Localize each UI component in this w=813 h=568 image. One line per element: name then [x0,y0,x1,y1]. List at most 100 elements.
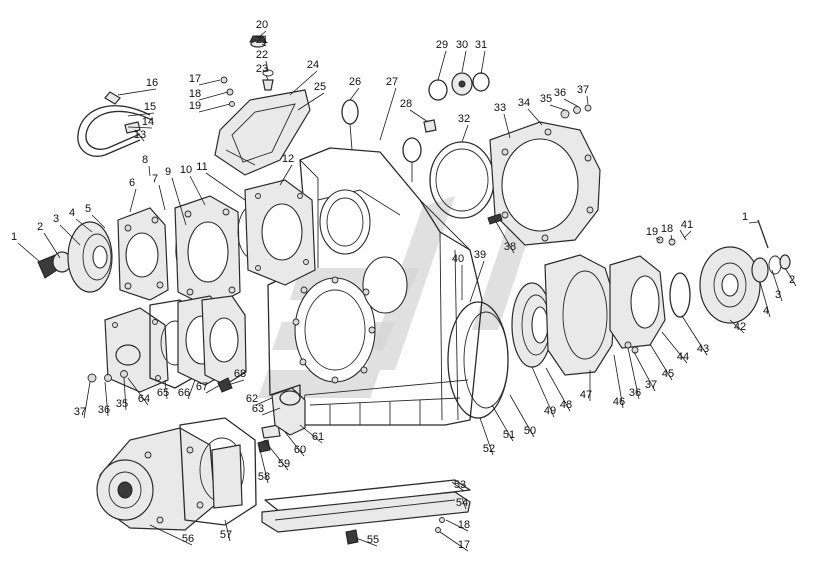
leader-line [503,113,511,139]
leader-line [729,319,745,334]
callout-60: 60 [284,431,306,457]
callout-2: 2 [784,267,797,287]
callout-label: 18 [458,519,470,531]
callout-label: 22 [256,49,268,61]
callout-37: 37 [74,381,91,419]
leader-line [494,219,515,254]
callout-1: 1 [11,231,41,263]
gearbox-housing [267,99,483,426]
flange-3-5 [67,221,113,293]
leader-line [469,260,485,303]
cover-plate-24-25 [214,89,311,176]
fasteners-35-37-right [560,104,592,119]
callout-68: 68 [227,368,246,386]
callout-24: 24 [289,59,319,96]
callout-55: 55 [355,534,379,547]
callout-label: 67 [196,381,208,393]
fasteners-17-18-bottom [435,517,445,533]
leader-line [655,237,661,241]
leader-line [451,481,465,492]
callout-label: 48 [560,399,572,411]
callout-label: 55 [367,534,379,546]
leader-line [164,379,168,400]
callout-label: 46 [613,396,625,408]
callout-35: 35 [540,93,566,111]
flange-42 [699,246,761,324]
callout-label: 53 [454,479,466,491]
callout-66: 66 [178,379,196,400]
callout-5: 5 [85,203,106,229]
leader-line [134,129,145,142]
leader-line [461,50,467,73]
leader-line [205,172,246,201]
callout-33: 33 [494,102,511,139]
callout-65: 65 [157,379,169,400]
callout-11: 11 [196,161,246,201]
callout-label: 17 [189,73,201,85]
callout-label: 32 [458,113,470,125]
callout-3: 3 [53,213,81,246]
callout-label: 26 [349,76,361,88]
cover-44-46 [609,255,666,349]
leader-line [670,234,673,241]
callout-label: 18 [189,88,201,100]
leader-line [784,267,797,287]
callout-label: 10 [180,164,192,176]
bolt-28 [423,119,437,133]
leader-line [43,232,61,259]
callout-18: 18 [445,519,470,532]
leader-line [261,43,267,47]
callout-label: 7 [152,173,158,185]
pin-1-right [757,219,769,249]
leader-line [171,177,187,226]
callout-label: 38 [504,241,516,253]
callout-label: 51 [503,429,515,441]
callout-label: 33 [494,102,506,114]
callout-15: 15 [127,101,156,117]
callout-13: 13 [134,129,146,142]
leader-line [17,242,41,263]
callout-46: 46 [613,354,625,409]
flange-10 [174,195,241,309]
callout-label: 56 [182,533,194,545]
callout-label: 64 [138,393,150,405]
bearing-48-49 [511,282,553,368]
callout-41: 41 [681,219,693,239]
leader-line [461,497,467,510]
callout-label: 62 [246,393,258,405]
callout-1: 1 [742,211,759,224]
callout-12: 12 [279,153,294,186]
valve-60-62 [271,387,306,436]
leader-line [259,449,269,484]
callout-9: 9 [165,166,187,226]
cover-33-34 [489,121,601,246]
callout-label: 35 [116,398,128,410]
callout-label: 57 [220,529,232,541]
callout-36: 36 [98,381,110,417]
leader-line [198,79,221,86]
leader-line [123,377,127,411]
leader-line [129,188,137,213]
callout-label: 20 [256,19,268,31]
callout-6: 6 [129,177,137,213]
callout-63: 63 [252,403,281,416]
callout-29: 29 [436,39,448,81]
callout-8: 8 [142,154,151,177]
leader-line [127,112,155,117]
callout-49: 49 [531,366,556,418]
leader-line [279,164,293,186]
callout-label: 68 [234,368,246,380]
leader-line [127,126,153,129]
callout-label: 24 [307,59,319,71]
ring-32 [429,141,495,219]
callout-36: 36 [554,87,578,107]
leader-line [148,165,151,177]
callout-31: 31 [475,39,487,75]
leader-line [257,30,267,39]
seal-43 [669,272,691,318]
leader-line [627,347,640,400]
ring-50-52 [447,301,509,419]
callout-59: 59 [263,439,290,471]
callout-label: 35 [540,93,552,105]
leader-line [104,381,109,417]
